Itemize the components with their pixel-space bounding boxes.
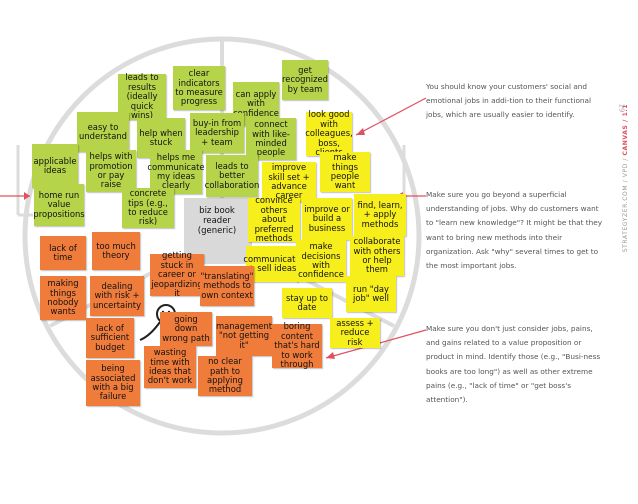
gain-note: easy to understand: [77, 112, 129, 152]
gain-note: buy-in from leadership + team: [190, 113, 244, 153]
pain-note: "translating" methods to own context: [200, 266, 254, 306]
pain-note: making things nobody wants: [40, 276, 86, 320]
gain-note: leads to better collaboration: [205, 155, 259, 197]
gain-note: helps me communicate my ideas clearly: [147, 150, 205, 194]
job-note: find, learn, + apply methods: [354, 194, 406, 236]
job-note: communicate + sell ideas: [243, 246, 301, 282]
job-note: improve skill set + advance career: [262, 162, 316, 202]
annotation-text-2: Make sure you go beyond a superficial un…: [426, 190, 603, 271]
annotation-text-1: You should know your customers' social a…: [426, 82, 592, 120]
pain-note: wasting time with ideas that don't work: [144, 346, 196, 388]
pain-note: too much theory: [92, 232, 140, 270]
gain-note: home run value propositions: [33, 184, 85, 226]
customer-segment-label: biz book reader (generic): [197, 206, 237, 237]
gain-note: get recognized by team: [282, 60, 328, 100]
annotation-text-3: Make sure you don't just consider jobs, …: [426, 324, 601, 405]
pain-note: dealing with risk + uncertainty: [90, 276, 144, 316]
customer-profile-circle: [22, 36, 422, 436]
pain-note: no clear path to applying method: [198, 356, 252, 396]
annotation-arrow-1: [355, 97, 427, 136]
gain-note: helps with promotion or pay raise: [86, 150, 136, 192]
pain-note: lack of sufficient budget: [86, 318, 134, 358]
job-note: convince others about preferred methods: [248, 196, 300, 243]
pain-note: management "not getting it": [216, 316, 272, 356]
job-note: assess + reduce risk: [330, 318, 380, 348]
gain-note: clear indicators to measure progress: [173, 66, 225, 110]
pain-note: getting stuck in career or jeopardizing …: [150, 250, 204, 299]
job-note: make things people want: [320, 152, 370, 192]
job-note: run "day job" well: [346, 276, 396, 312]
job-note: make decisions with confidence: [296, 240, 346, 282]
job-note: collaborate with others or help them: [350, 236, 404, 276]
job-note: stay up to date: [282, 288, 332, 318]
page-number: 19: [617, 103, 626, 113]
site-path: STRATEGYZER.COM / VPD /: [622, 155, 629, 253]
job-note: improve or build a business: [302, 198, 352, 240]
pain-note: being associated with a big failure: [86, 360, 140, 406]
pain-note: lack of time: [40, 236, 86, 270]
pain-note: going down wrong path: [160, 312, 212, 346]
pain-note: boring content that's hard to work throu…: [272, 322, 322, 369]
job-note: look good with colleagues, boss, clients: [305, 110, 352, 157]
jobs-center-square: [184, 198, 252, 264]
gain-note: connect with like-minded people: [246, 118, 296, 160]
gain-note: applicable ideas: [32, 144, 78, 188]
margin-running-header: STRATEGYZER.COM / VPD / CANVAS / 1.1: [622, 104, 629, 252]
gain-note: concrete tips (e.g., to reduce risk): [122, 188, 174, 228]
